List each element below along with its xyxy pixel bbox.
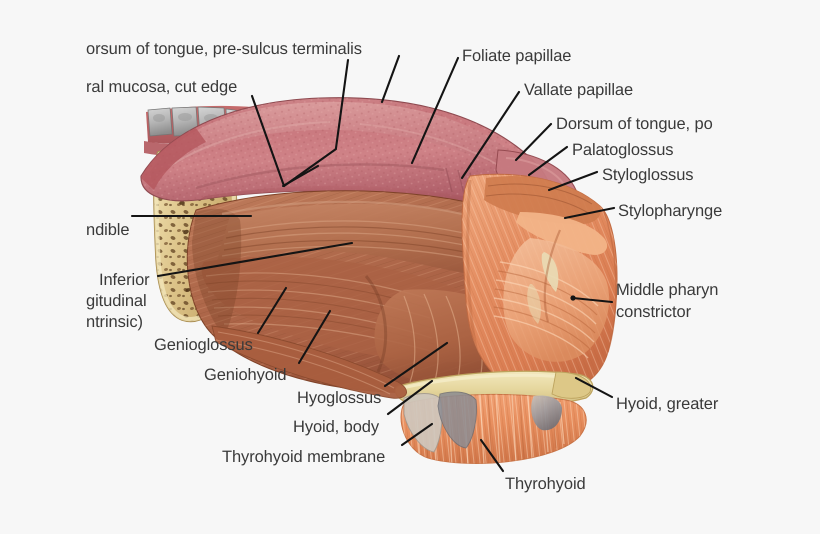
label-genioglossus: Genioglossus [154, 336, 253, 354]
stylopharyngeus-slip [516, 212, 608, 255]
label-inferior-longitudinal-line3: ntrinsic) [86, 313, 143, 331]
label-hyoid-greater-horn: Hyoid, greater [616, 395, 719, 413]
label-hyoid-body: Hyoid, body [293, 418, 380, 436]
label-thyrohyoid: Thyrohyoid [505, 475, 586, 493]
label-styloglossus: Styloglossus [602, 166, 694, 184]
label-vallate-papillae: Vallate papillae [524, 81, 634, 99]
thyrohyoid-group [400, 391, 587, 464]
label-foliate-papillae: Foliate papillae [462, 47, 572, 65]
label-palatoglossus: Palatoglossus [572, 141, 674, 159]
label-stylopharyngeus: Stylopharynge [618, 202, 723, 220]
label-inferior-longitudinal-line2: gitudinal [86, 292, 147, 310]
label-middle-pharyngeal-constrictor-line1: Middle pharyn [616, 281, 719, 299]
label-mandible: ndible [86, 221, 130, 239]
label-hyoglossus: Hyoglossus [297, 389, 382, 407]
label-thyrohyoid-membrane: Thyrohyoid membrane [222, 448, 386, 466]
label-middle-pharyngeal-constrictor-line2: constrictor [616, 303, 692, 321]
label-dorsum-of-tongue-pre-sulcus-terminalis: orsum of tongue, pre-sulcus terminalis [86, 40, 362, 58]
thyroid-cartilage-lamina [437, 391, 477, 449]
label-inferior-longitudinal-line1: Inferior [99, 271, 150, 289]
label-oral-mucosa-cut-edge: ral mucosa, cut edge [86, 78, 238, 96]
label-dorsum-of-tongue-post-sulcal: Dorsum of tongue, po [556, 115, 713, 133]
cartilage-patch-right [531, 395, 562, 431]
label-geniohyoid: Geniohyoid [204, 366, 287, 384]
